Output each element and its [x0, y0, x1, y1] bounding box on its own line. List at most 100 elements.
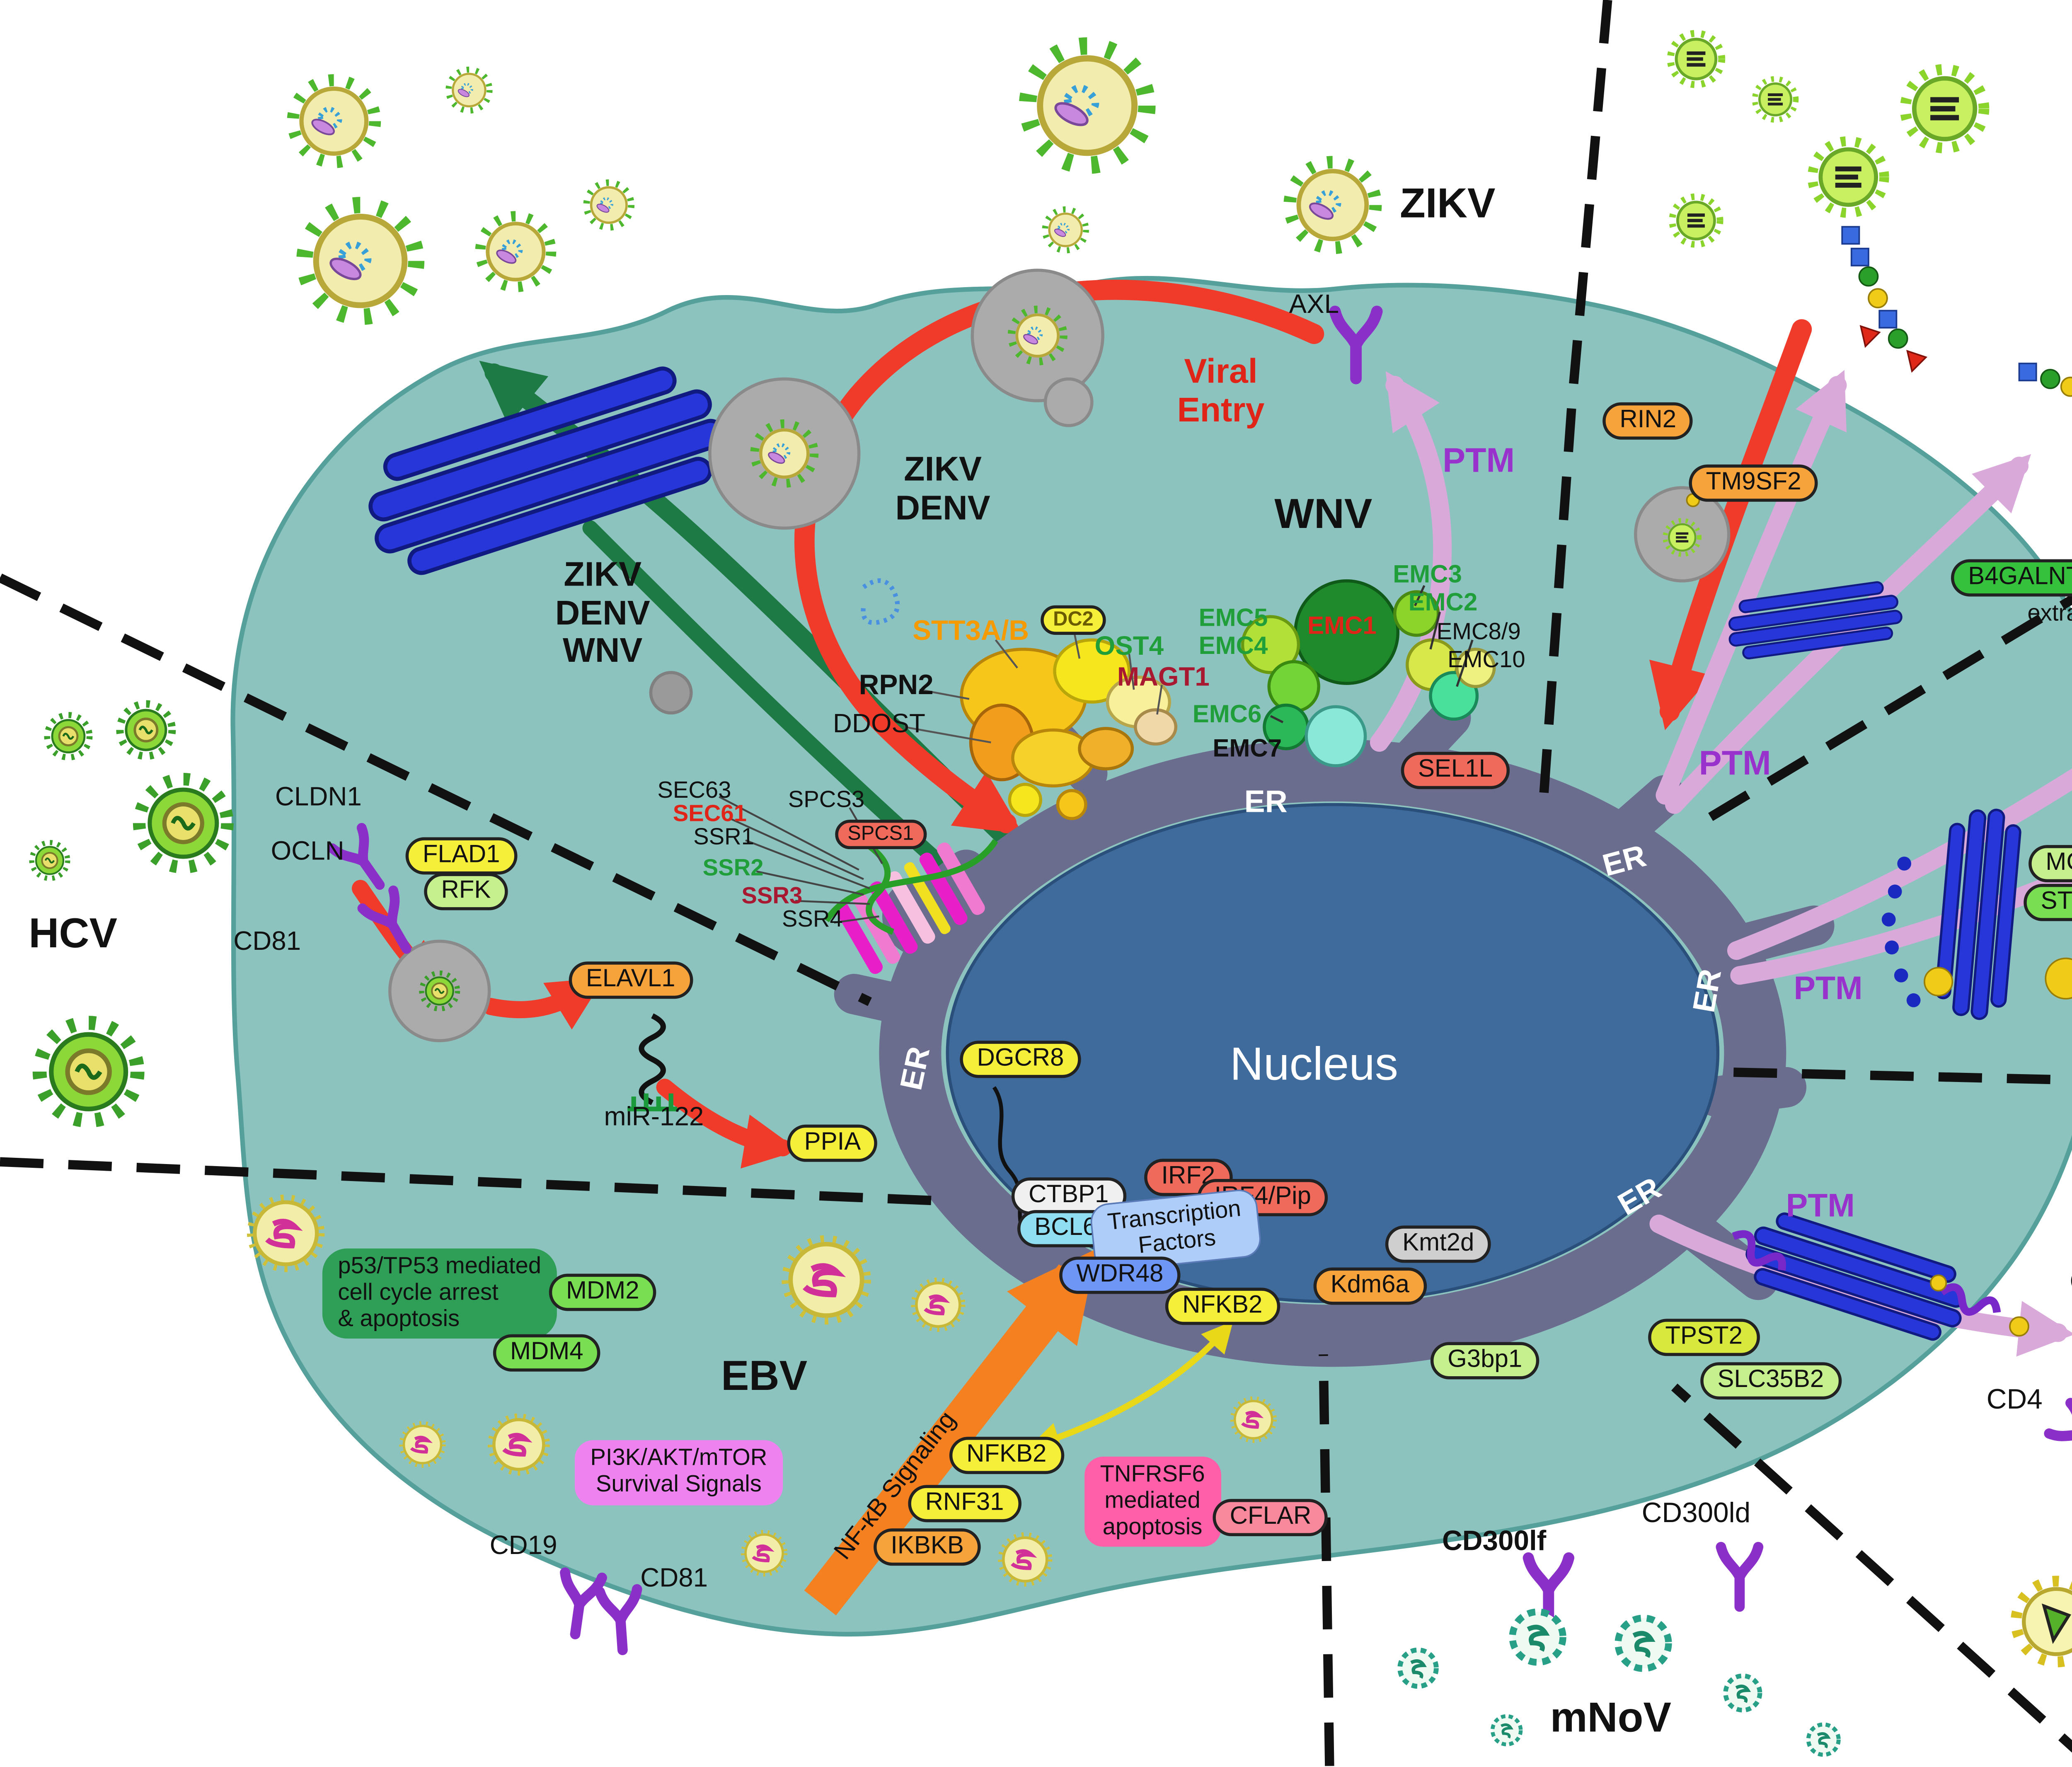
emc5-label: EMC5	[1198, 605, 1268, 632]
rnf31-label: RNF31	[908, 1485, 1021, 1522]
membrane-coils	[1732, 1230, 2001, 1316]
translocon-pointer-lines	[719, 796, 883, 924]
zikv-denv-label: ZIKV DENV	[895, 449, 990, 527]
rfk-label: RFK	[424, 873, 508, 910]
emc4-label: EMC4	[1198, 634, 1268, 661]
ribosome-dots	[1881, 857, 1921, 1007]
ebv-label: EBV	[721, 1353, 808, 1399]
elavl1-label: ELAVL1	[569, 961, 692, 999]
cd300ld-receptor	[1721, 1547, 1758, 1607]
viral-rna-squiggle	[861, 578, 900, 625]
sulfation-dot	[2009, 1316, 2029, 1337]
flad1-label: FLAD1	[405, 837, 517, 875]
tpst2-label: TPST2	[1648, 1319, 1760, 1356]
slc35b2-label: SLC35B2	[1700, 1362, 1841, 1399]
ssr3-label: SSR3	[741, 883, 803, 910]
ost4-label: OST4	[1094, 631, 1164, 661]
kdm6a-label: Kdm6a	[1313, 1267, 1427, 1305]
zikv-label: ZIKV	[1399, 180, 1496, 227]
nascent-chain	[866, 844, 894, 935]
cd81-hcv-label: CD81	[233, 926, 301, 956]
spcs1-label: SPCS1	[835, 819, 927, 849]
zikv-denv-wnv-label: ZIKV DENV WNV	[555, 554, 650, 670]
cflar-label: CFLAR	[1213, 1499, 1329, 1536]
emc6-label: EMC6	[1192, 702, 1262, 729]
sel1l-label: SEL1L	[1401, 752, 1510, 789]
emc7-label: EMC7	[1213, 736, 1282, 763]
cog-complex	[1924, 957, 2072, 1000]
ptm-label-right: PTM	[1794, 971, 1863, 1007]
spcs3-label: SPCS3	[788, 787, 865, 813]
mir122-label: miR-122	[604, 1102, 704, 1132]
mnov-label: mNoV	[1550, 1694, 1671, 1741]
emc1-label: EMC1	[1307, 613, 1377, 640]
stt3ab-label: STT3A/B	[912, 615, 1029, 646]
emc3-label: EMC3	[1393, 562, 1462, 589]
nucleus-label: Nucleus	[1230, 1039, 1399, 1091]
cd4-label: CD4	[1986, 1384, 2043, 1415]
rpn2-label: RPN2	[859, 669, 934, 701]
tm9sf2-label: TM9SF2	[1689, 464, 1818, 502]
mdm2-label: MDM2	[549, 1273, 656, 1311]
ptm-label-top: PTM	[1443, 441, 1515, 479]
ssr4-label: SSR4	[782, 906, 843, 933]
wnv-label: WNV	[1274, 490, 1372, 537]
nfkb2-ebv-label: NFKB2	[949, 1437, 1064, 1474]
g3bp1-label: G3bp1	[1430, 1342, 1539, 1380]
emc-complex	[1241, 579, 1496, 767]
chromatin-squiggle	[992, 1086, 1030, 1238]
cd19-label: CD19	[489, 1530, 557, 1560]
ptm-label-iav: PTM	[1699, 743, 1771, 782]
hcv-label: HCV	[29, 910, 118, 957]
glycan-chain-blocked	[2018, 363, 2072, 397]
ppia-label: PPIA	[787, 1124, 878, 1162]
viral-entry-label: Viral Entry	[1177, 351, 1265, 429]
rin2-label: RIN2	[1602, 402, 1694, 440]
dc2-label: DC2	[1041, 605, 1106, 634]
cd300ld-label: CD300ld	[1641, 1497, 1751, 1528]
cd81-ebv-label: CD81	[640, 1563, 708, 1593]
ocln-label: OCLN	[271, 836, 344, 866]
kmt2d-label: Kmt2d	[1385, 1225, 1491, 1263]
mdm4-label: MDM4	[493, 1334, 600, 1372]
wdr48-label: WDR48	[1059, 1256, 1181, 1294]
emc2-label: EMC2	[1408, 590, 1478, 617]
er-label-1: ER	[1244, 785, 1288, 820]
dgcr8-label: DGCR8	[960, 1041, 1081, 1078]
emc10-label: EMC10	[1447, 647, 1525, 674]
magt1-label: MAGT1	[1117, 662, 1210, 692]
st3gal4-label: ST3GAL4	[2024, 884, 2072, 921]
translocon-complex	[823, 839, 998, 974]
ddost-label: DDOST	[833, 709, 925, 739]
tnfrsf6-apoptosis-box: TNFRSF6 mediated apoptosis	[1084, 1456, 1221, 1547]
ssr2-label: SSR2	[702, 855, 764, 882]
cd4-receptor	[2049, 1403, 2072, 1468]
sulfation-dot2	[1930, 1274, 1947, 1292]
emc89-label: EMC8/9	[1436, 619, 1521, 646]
cd300lf-label: CD300lf	[1442, 1525, 1547, 1556]
nfkb2-crosstalk-arrow	[1029, 1321, 1233, 1453]
cldn1-label: CLDN1	[275, 782, 362, 812]
sec63-label: SEC63	[657, 777, 731, 804]
er-label-4: ER	[1687, 966, 1729, 1015]
ccr5-label: CCR5	[2070, 1266, 2072, 1297]
cd19-receptor	[557, 1573, 602, 1637]
mgat5-label: MGAT5	[2028, 845, 2072, 882]
pi3k-survival-box: PI3K/AKT/mTOR Survival Signals	[574, 1440, 783, 1505]
ssr1-label: SSR1	[693, 824, 755, 851]
axl-label: AXL	[1289, 289, 1339, 320]
p53-pathway-box: p53/TP53 mediated cell cycle arrest & ap…	[322, 1248, 557, 1339]
ptm-label-hiv: PTM	[1786, 1188, 1855, 1225]
ikbkb-label: IKBKB	[874, 1528, 981, 1566]
ost-complex	[903, 627, 1178, 820]
glycan-chain-iav	[1841, 226, 1928, 373]
extra-label: extra	[2027, 600, 2072, 627]
nfkb2-nucleus-label: NFKB2	[1165, 1288, 1280, 1325]
b4galnt2-label: B4GALNT2	[1951, 559, 2072, 597]
sec61-label: SEC61	[673, 801, 747, 828]
elavl1-mrna-coil	[627, 1013, 678, 1111]
